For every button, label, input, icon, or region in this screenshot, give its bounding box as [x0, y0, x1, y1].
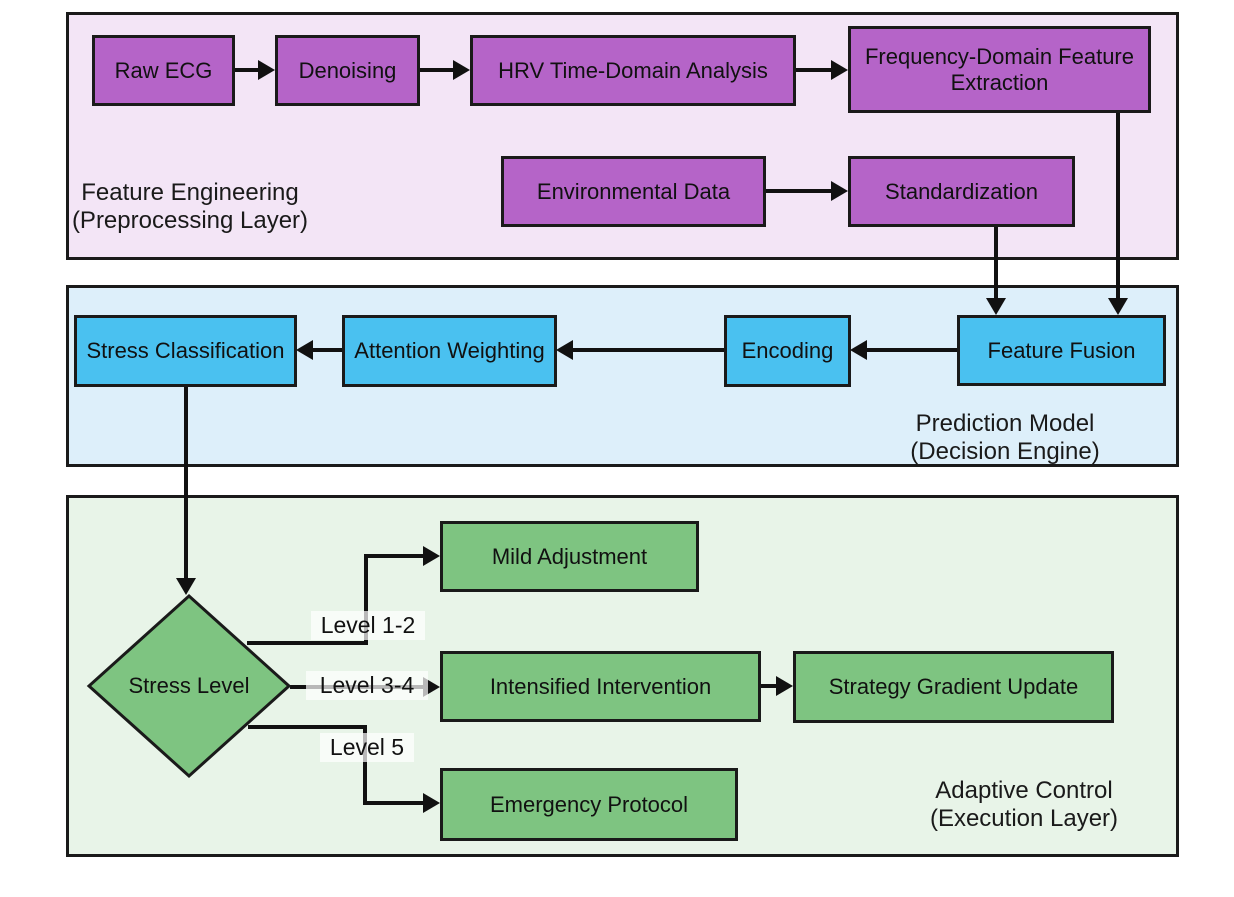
execution-layer-title-line2: (Execution Layer): [929, 804, 1119, 832]
decision-engine-layer-title: Prediction Model (Decision Engine): [880, 410, 1130, 466]
arrowhead-freq-to-fusion: [1108, 298, 1128, 315]
connector-level12-seg1: [247, 641, 368, 645]
connector-std-to-fusion: [994, 226, 998, 300]
preprocessing-layer-title-line2: (Preprocessing Layer): [71, 206, 309, 234]
edge-label-level-5: Level 5: [320, 733, 414, 762]
node-frequency-domain-feature-extraction: Frequency-Domain Feature Extraction: [848, 26, 1151, 113]
arrowhead-raw-to-denoising: [258, 60, 275, 80]
decision-engine-layer-title-line2: (Decision Engine): [910, 437, 1100, 465]
execution-layer-title-line1: Adaptive Control: [935, 777, 1113, 804]
connector-level5-seg2: [363, 725, 367, 805]
node-denoising: Denoising: [275, 35, 420, 106]
node-intensified-intervention: Intensified Intervention: [440, 651, 761, 722]
node-raw-ecg: Raw ECG: [92, 35, 235, 106]
execution-layer-title: Adaptive Control (Execution Layer): [893, 777, 1155, 833]
connector-level5-seg1: [248, 725, 366, 729]
diamond-shape: [86, 593, 292, 779]
connector-denoising-to-hrv: [419, 68, 455, 72]
node-encoding: Encoding: [724, 315, 851, 387]
connector-hrv-to-freq: [795, 68, 833, 72]
arrowhead-std-to-fusion: [986, 298, 1006, 315]
node-standardization: Standardization: [848, 156, 1075, 227]
connector-level12-seg2: [364, 554, 368, 645]
node-strategy-gradient-update: Strategy Gradient Update: [793, 651, 1114, 723]
connector-stressclass-to-diamond: [184, 387, 188, 578]
connector-encoding-to-attention: [572, 348, 724, 352]
node-mild-adjustment: Mild Adjustment: [440, 521, 699, 592]
edge-label-level-3-4: Level 3-4: [306, 671, 428, 700]
connector-env-to-std: [765, 189, 832, 193]
arrowhead-denoising-to-hrv: [453, 60, 470, 80]
arrowhead-stressclass-to-diamond: [176, 578, 196, 595]
node-feature-fusion: Feature Fusion: [957, 315, 1166, 386]
connector-fusion-to-encoding: [866, 348, 957, 352]
node-stress-level-decision: Stress Level: [86, 593, 292, 779]
edge-label-level-1-2: Level 1-2: [311, 611, 425, 640]
node-emergency-protocol: Emergency Protocol: [440, 768, 738, 841]
node-stress-classification: Stress Classification: [74, 315, 297, 387]
arrowhead-level5-to-emergency: [423, 793, 440, 813]
arrowhead-intense-to-strategy: [776, 676, 793, 696]
arrowhead-fusion-to-encoding: [850, 340, 867, 360]
arrowhead-env-to-std: [831, 181, 848, 201]
arrowhead-attention-to-stressclass: [296, 340, 313, 360]
node-attention-weighting: Attention Weighting: [342, 315, 557, 387]
arrowhead-hrv-to-freq: [831, 60, 848, 80]
arrowhead-encoding-to-attention: [556, 340, 573, 360]
stress-level-label: Stress Level: [128, 673, 250, 698]
connector-freq-to-fusion: [1116, 112, 1120, 300]
connector-level12-seg3: [364, 554, 424, 558]
node-hrv-time-domain-analysis: HRV Time-Domain Analysis: [470, 35, 796, 106]
connector-level5-seg3: [363, 801, 424, 805]
node-environmental-data: Environmental Data: [501, 156, 766, 227]
decision-engine-layer-title-line1: Prediction Model: [915, 410, 1095, 437]
preprocessing-layer-title-line1: Feature Engineering: [81, 179, 299, 206]
arrowhead-level12-to-mild: [423, 546, 440, 566]
preprocessing-layer-title: Feature Engineering (Preprocessing Layer…: [70, 179, 310, 235]
connector-intense-to-strategy: [760, 684, 778, 688]
connector-attention-to-stressclass: [312, 348, 342, 352]
connector-raw-to-denoising: [234, 68, 260, 72]
